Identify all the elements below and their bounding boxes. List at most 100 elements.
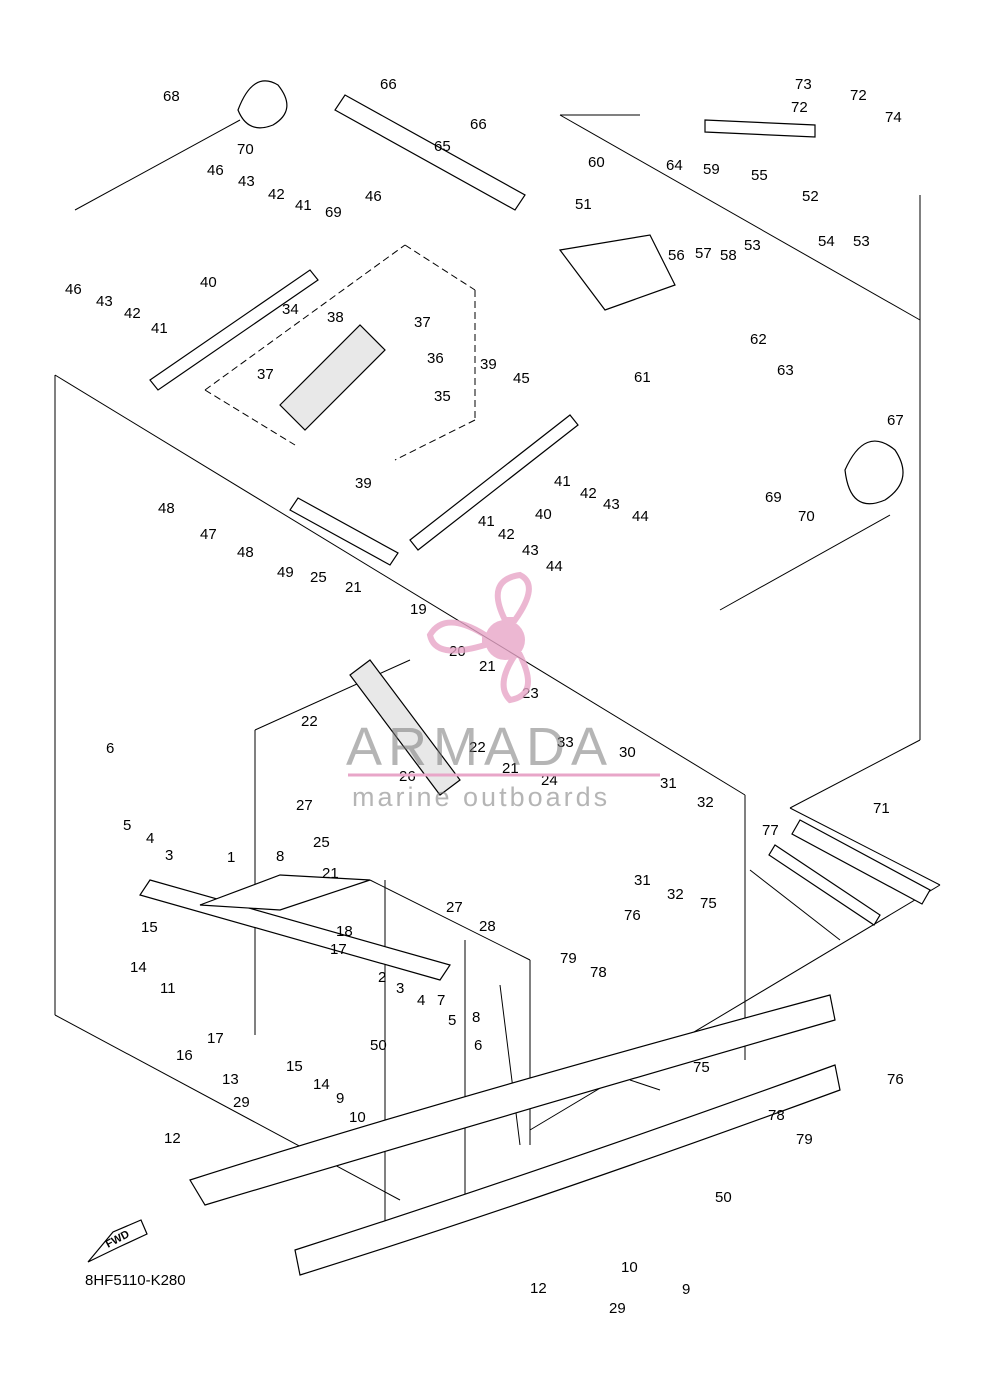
part-label: 4 xyxy=(417,992,425,1009)
part-label: 72 xyxy=(850,87,867,104)
part-label: 42 xyxy=(498,526,515,543)
part-label: 8 xyxy=(472,1009,480,1026)
part-label: 66 xyxy=(380,76,397,93)
part-label: 21 xyxy=(479,658,496,675)
part-label: 52 xyxy=(802,188,819,205)
part-label: 65 xyxy=(434,138,451,155)
part-label: 35 xyxy=(434,388,451,405)
part-label: 21 xyxy=(502,760,519,777)
part-label: 38 xyxy=(327,309,344,326)
part-label: 64 xyxy=(666,157,683,174)
part-label: 74 xyxy=(885,109,902,126)
part-label: 39 xyxy=(480,356,497,373)
part-label: 43 xyxy=(603,496,620,513)
part-label: 78 xyxy=(590,964,607,981)
part-label: 58 xyxy=(720,247,737,264)
part-label: 11 xyxy=(160,980,176,997)
part-label: 75 xyxy=(693,1059,710,1076)
part-label: 1 xyxy=(227,849,235,866)
part-label: 5 xyxy=(448,1012,456,1029)
part-label: 59 xyxy=(703,161,720,178)
part-label: 53 xyxy=(744,237,761,254)
part-label: 27 xyxy=(446,899,463,916)
part-label: 10 xyxy=(621,1259,638,1276)
part-label: 14 xyxy=(130,959,147,976)
part-label: 61 xyxy=(634,369,651,386)
part-label: 37 xyxy=(414,314,431,331)
part-label: 15 xyxy=(141,919,158,936)
part-label: 75 xyxy=(700,895,717,912)
watermark-logo xyxy=(426,571,532,704)
part-label: 9 xyxy=(336,1090,344,1107)
part-label: 47 xyxy=(200,526,217,543)
part-label: 44 xyxy=(632,508,649,525)
part-label: 15 xyxy=(286,1058,303,1075)
part-label: 57 xyxy=(695,245,712,262)
part-label: 68 xyxy=(163,88,180,105)
part-label: 42 xyxy=(268,186,285,203)
part-label: 17 xyxy=(207,1030,224,1047)
part-label: 30 xyxy=(619,744,636,761)
part-label: 3 xyxy=(396,980,404,997)
part-label: 22 xyxy=(301,713,318,730)
part-label: 31 xyxy=(660,775,677,792)
part-label: 43 xyxy=(238,173,255,190)
part-label: 49 xyxy=(277,564,294,581)
part-label: 56 xyxy=(668,247,685,264)
part-label: 2 xyxy=(378,969,386,986)
part-label: 21 xyxy=(322,865,339,882)
part-label: 39 xyxy=(355,475,372,492)
part-label: 48 xyxy=(237,544,254,561)
part-label: 25 xyxy=(313,834,330,851)
part-label: 51 xyxy=(575,196,592,213)
part-label: 46 xyxy=(65,281,82,298)
drawing-number: 8HF5110-K280 xyxy=(85,1272,186,1289)
part-label: 63 xyxy=(777,362,794,379)
part-label: 4 xyxy=(146,830,154,847)
part-label: 43 xyxy=(96,293,113,310)
part-label: 19 xyxy=(410,601,427,618)
part-label: 37 xyxy=(257,366,274,383)
part-label: 44 xyxy=(546,558,563,575)
part-label: 41 xyxy=(151,320,168,337)
part-label: 70 xyxy=(237,141,254,158)
part-label: 79 xyxy=(560,950,577,967)
part-label: 9 xyxy=(682,1281,690,1298)
part-label: 62 xyxy=(750,331,767,348)
part-label: 77 xyxy=(762,822,779,839)
part-label: 48 xyxy=(158,500,175,517)
part-label: 40 xyxy=(200,274,217,291)
part-label: 71 xyxy=(873,800,890,817)
part-label: 22 xyxy=(469,739,486,756)
watermark-subtitle: marine outboards xyxy=(352,782,611,812)
part-label: 17 xyxy=(330,941,347,958)
part-label: 45 xyxy=(513,370,530,387)
part-label: 3 xyxy=(165,847,173,864)
part-label: 73 xyxy=(795,76,812,93)
part-label: 54 xyxy=(818,233,835,250)
part-label: 41 xyxy=(478,513,495,530)
part-label: 50 xyxy=(370,1037,387,1054)
part-labels: 68 66 66 65 70 46 43 42 41 69 46 73 72 7… xyxy=(65,76,904,1317)
part-label: 40 xyxy=(535,506,552,523)
part-label: 6 xyxy=(474,1037,482,1054)
part-label: 10 xyxy=(349,1109,366,1126)
part-label: 79 xyxy=(796,1131,813,1148)
part-label: 28 xyxy=(479,918,496,935)
watermark-brand: ARMADA xyxy=(346,717,614,777)
part-label: 32 xyxy=(697,794,714,811)
part-label: 12 xyxy=(164,1130,181,1147)
part-label: 29 xyxy=(609,1300,626,1317)
part-label: 76 xyxy=(624,907,641,924)
part-label: 16 xyxy=(176,1047,193,1064)
part-label: 69 xyxy=(765,489,782,506)
part-label: 76 xyxy=(887,1071,904,1088)
part-label: 13 xyxy=(222,1071,239,1088)
part-label: 43 xyxy=(522,542,539,559)
part-label: 21 xyxy=(345,579,362,596)
part-label: 41 xyxy=(295,197,312,214)
part-label: 8 xyxy=(276,848,284,865)
part-label: 70 xyxy=(798,508,815,525)
part-label: 42 xyxy=(580,485,597,502)
